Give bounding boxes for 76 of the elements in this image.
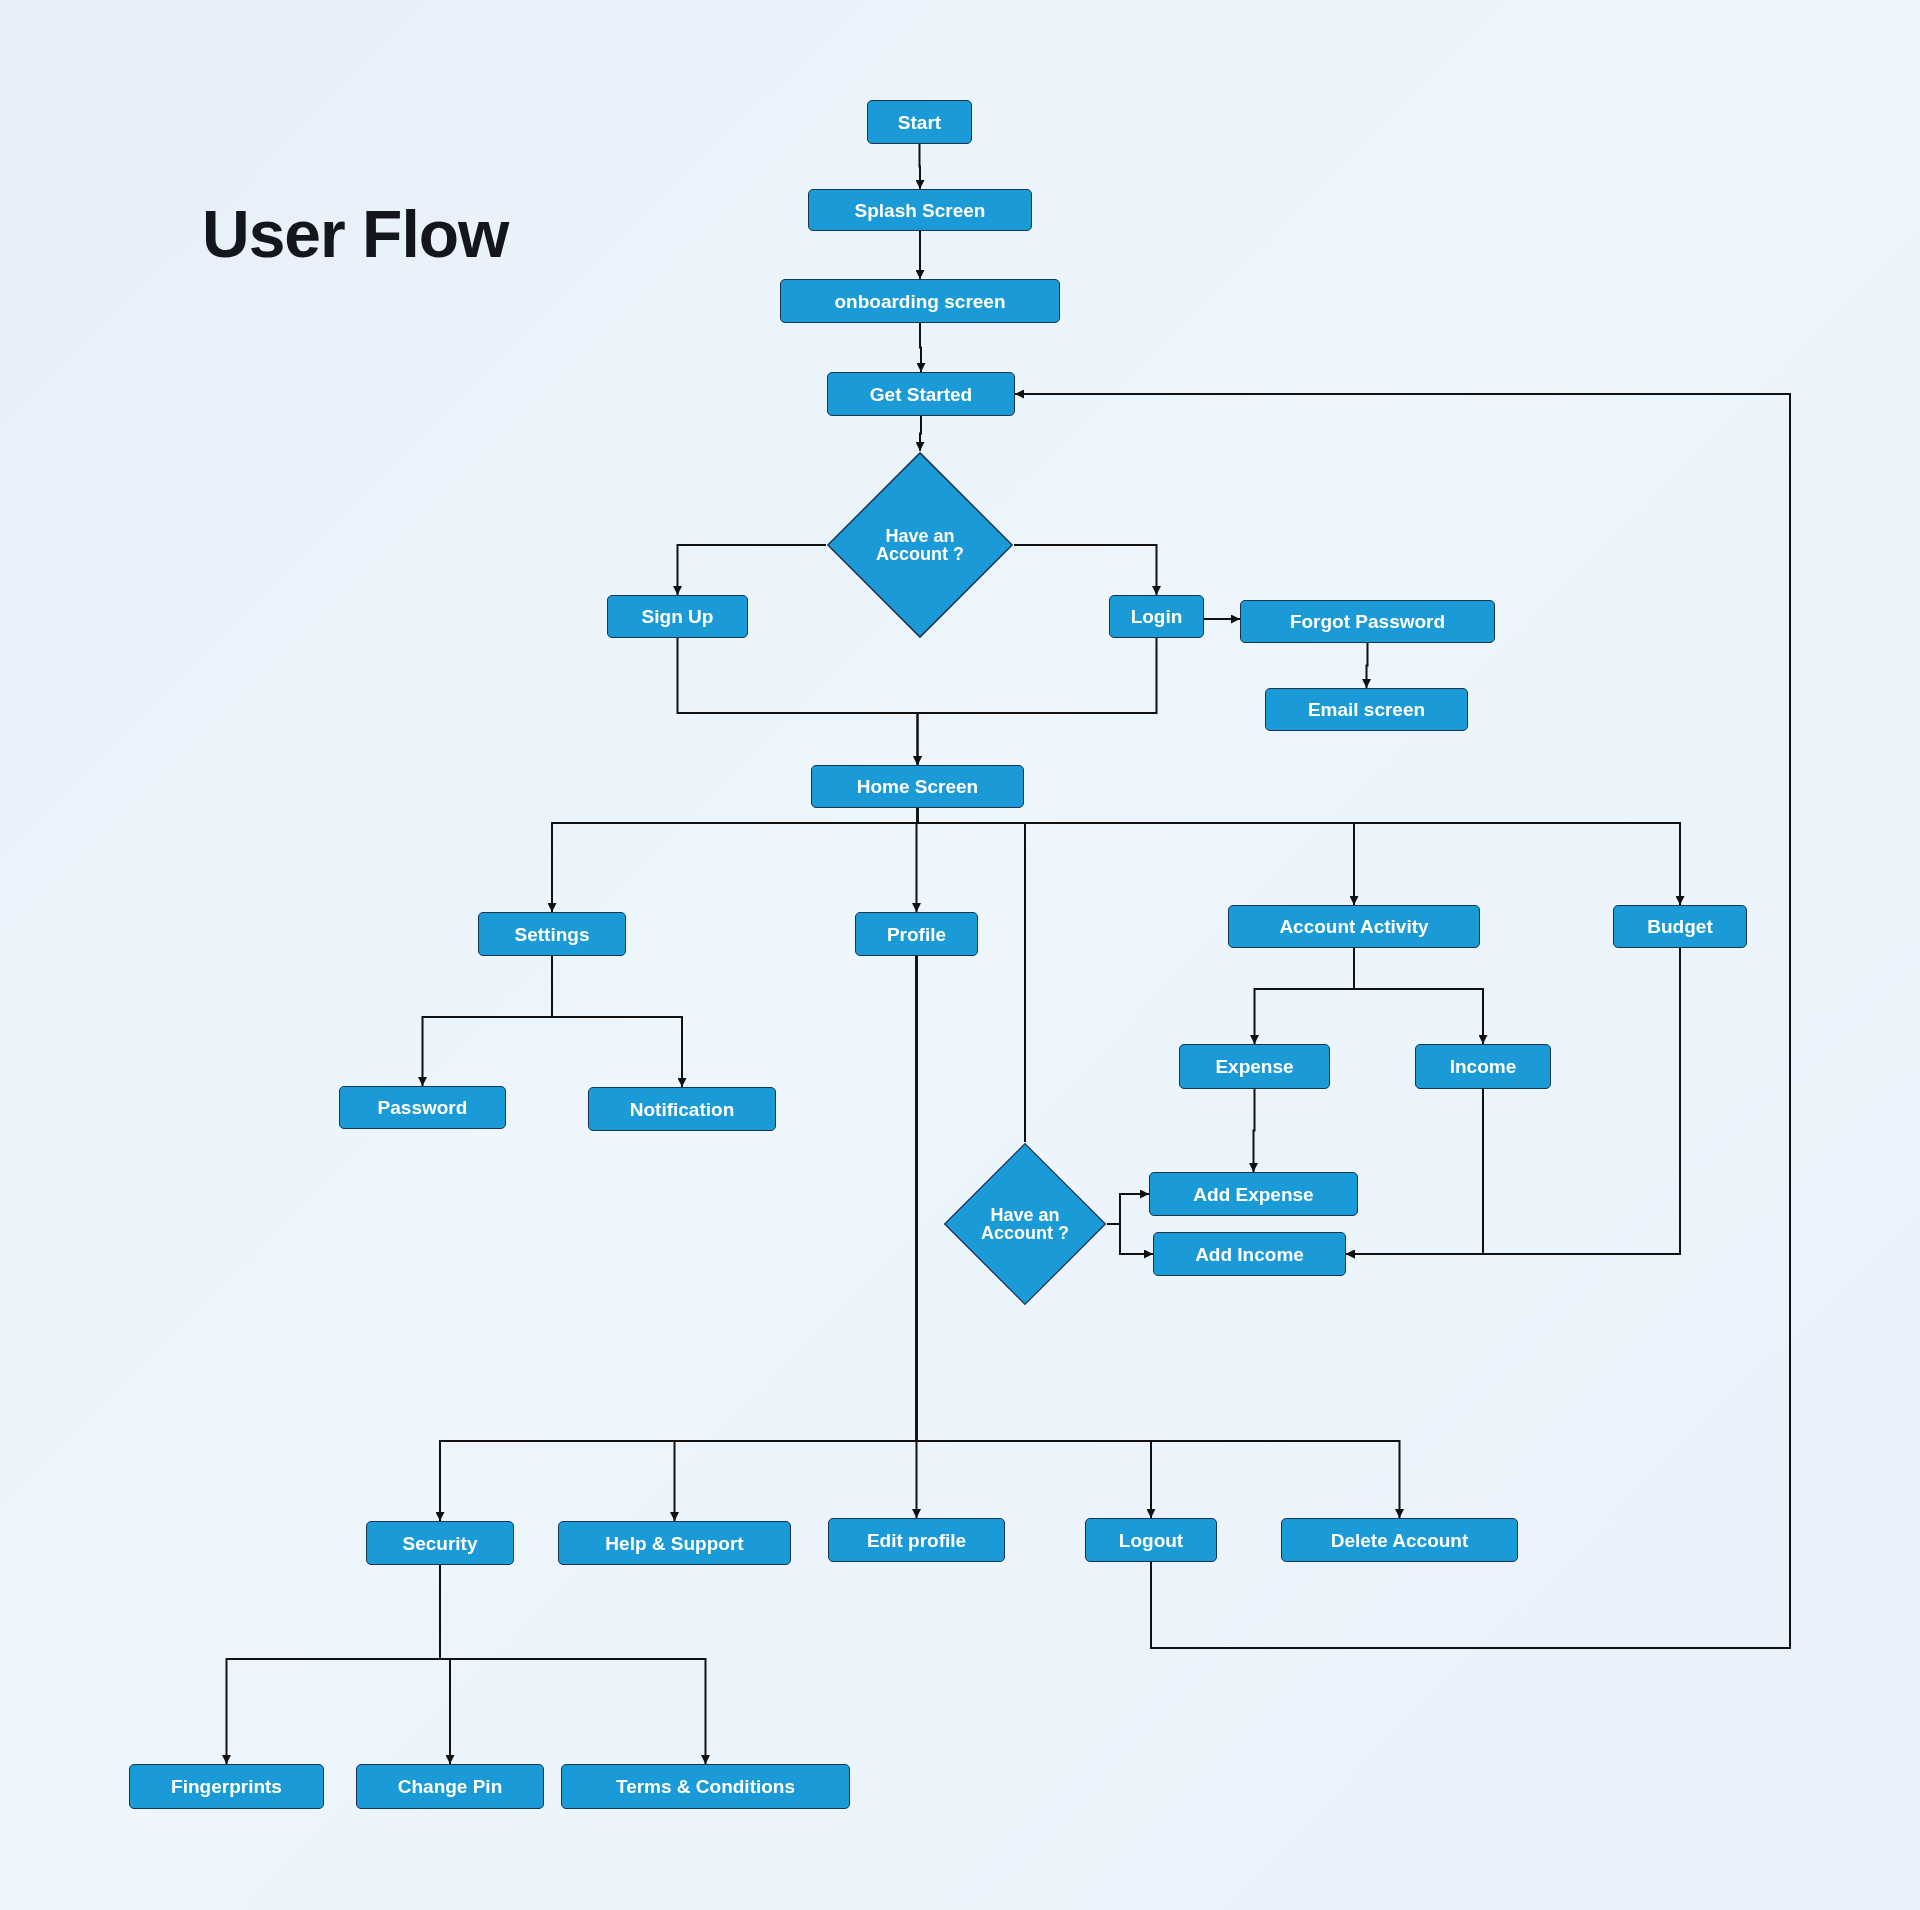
connector-arrow — [915, 143, 925, 190]
node-label: onboarding screen — [834, 291, 1006, 311]
node-label: Splash Screen — [854, 200, 986, 220]
connector-arrow — [915, 415, 925, 452]
connector-arrow — [673, 544, 827, 596]
node-label: Delete Account — [1330, 1530, 1469, 1550]
node-label: Logout — [1118, 1530, 1184, 1550]
node-label: Income — [1449, 1057, 1517, 1076]
connector-arrow — [913, 637, 1158, 766]
decision-diamond — [943, 1142, 1107, 1306]
process-box — [607, 595, 748, 638]
node-label: Login — [1130, 607, 1183, 626]
process-box — [1153, 1232, 1346, 1276]
node-label: Budget — [1647, 917, 1713, 936]
process-box — [129, 1764, 324, 1809]
connector-arrow — [1013, 544, 1161, 596]
process-box — [1415, 1044, 1551, 1089]
node-label: Password — [377, 1098, 468, 1117]
process-box — [780, 279, 1060, 323]
node-label: Forgot Password — [1289, 612, 1446, 631]
diagram-title: User Flow — [202, 196, 509, 272]
node-label: Help & Support — [605, 1533, 744, 1553]
node-label: Notification — [629, 1099, 735, 1119]
connector-arrow — [1362, 642, 1371, 689]
process-box — [1613, 905, 1747, 948]
process-box — [1149, 1172, 1358, 1216]
node-label: Terms & Conditions — [615, 1777, 796, 1796]
process-box — [1281, 1518, 1518, 1562]
connector-arrow — [1345, 947, 1681, 1259]
process-box — [561, 1764, 850, 1809]
node-label: Expense — [1215, 1057, 1294, 1076]
node-label: Settings — [514, 924, 590, 944]
process-box — [1179, 1044, 1330, 1089]
node-label: Get Started — [869, 384, 973, 404]
connector-arrow — [1353, 947, 1488, 1045]
process-box — [1265, 688, 1468, 731]
node-label: Add Income — [1195, 1244, 1304, 1264]
process-box — [1228, 905, 1480, 948]
node-label: Start — [897, 112, 942, 132]
process-box — [339, 1086, 506, 1129]
connector-arrow — [915, 230, 925, 280]
process-box — [1240, 600, 1495, 643]
connector-arrow — [916, 807, 1685, 906]
node-label: Have an Account ? — [980, 1206, 1070, 1242]
connector-arrow — [916, 322, 926, 373]
process-box — [1085, 1518, 1217, 1562]
process-box — [558, 1521, 791, 1565]
process-box — [855, 912, 978, 956]
connector-arrow — [1106, 1223, 1154, 1259]
node-label: Have an Account ? — [875, 527, 965, 563]
process-box — [827, 372, 1015, 416]
node-label: Add Expense — [1193, 1184, 1314, 1204]
process-box — [588, 1087, 776, 1131]
connector-arrow — [915, 955, 1404, 1519]
node-label: Change Pin — [397, 1777, 503, 1796]
connector-arrow — [1249, 1088, 1258, 1173]
node-label: Home Screen — [856, 777, 979, 796]
node-label: Account Activity — [1279, 917, 1429, 936]
node-label: Edit profile — [866, 1530, 967, 1550]
process-box — [811, 765, 1024, 808]
node-label: Profile — [886, 924, 947, 944]
process-box — [808, 189, 1032, 231]
connector-arrow — [1014, 389, 1791, 1649]
process-box — [478, 912, 626, 956]
node-label: Email screen — [1307, 700, 1426, 719]
node-label: Security — [402, 1533, 478, 1553]
process-box — [1109, 595, 1204, 638]
node-label: Fingerprints — [171, 1777, 282, 1796]
decision-diamond — [826, 451, 1014, 639]
connector-arrow — [1203, 614, 1241, 624]
process-box — [356, 1764, 544, 1809]
process-box — [366, 1521, 514, 1565]
connector-arrow — [551, 955, 687, 1088]
process-box — [828, 1518, 1005, 1562]
process-box — [867, 100, 972, 144]
node-label: Sign Up — [641, 607, 714, 626]
